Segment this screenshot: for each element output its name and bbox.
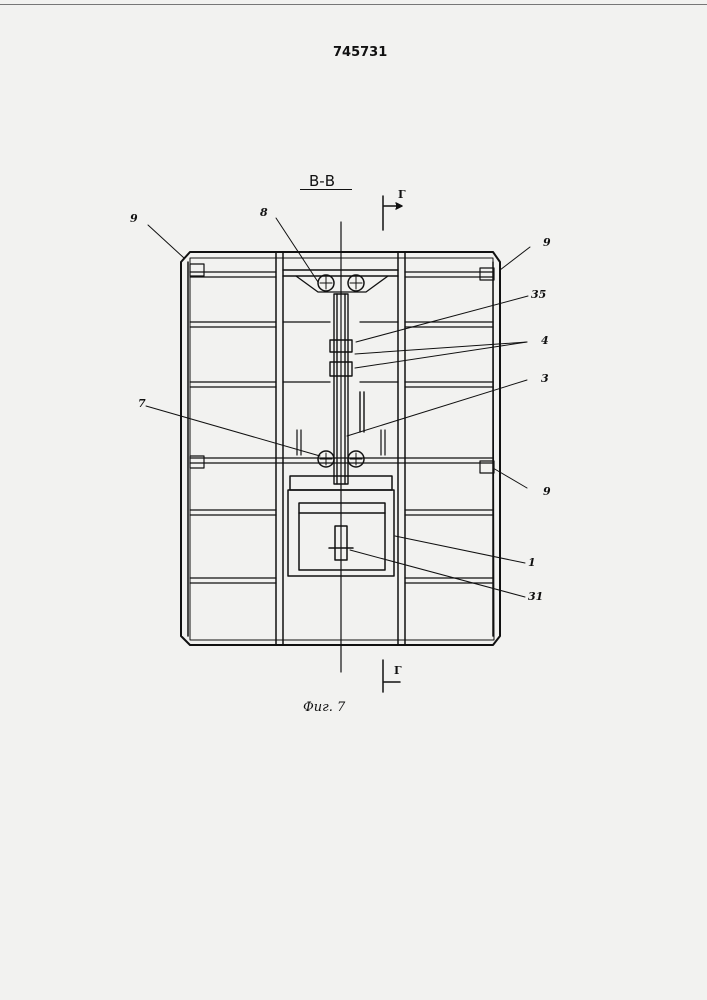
cut-marker-top: [383, 196, 402, 230]
cut-letter-top: Г: [398, 188, 406, 201]
callout-1: 1: [528, 556, 536, 569]
cut-letter-bottom: Г: [394, 664, 402, 677]
callout-9-top-left: 9: [130, 212, 138, 225]
callout-31: 31: [528, 590, 543, 603]
callout-4: 4: [541, 334, 549, 347]
figure-caption: Фиг. 7: [303, 700, 345, 715]
top-brackets: [296, 276, 388, 292]
callout-7: 7: [138, 397, 146, 410]
callout-8: 8: [260, 206, 268, 219]
corner-blocks: [190, 264, 494, 473]
callout-3: 3: [541, 372, 549, 385]
callout-9-right: 9: [543, 485, 551, 498]
callout-9-top-right: 9: [543, 236, 551, 249]
central-column: [330, 294, 364, 484]
callout-35: 35: [531, 288, 546, 301]
